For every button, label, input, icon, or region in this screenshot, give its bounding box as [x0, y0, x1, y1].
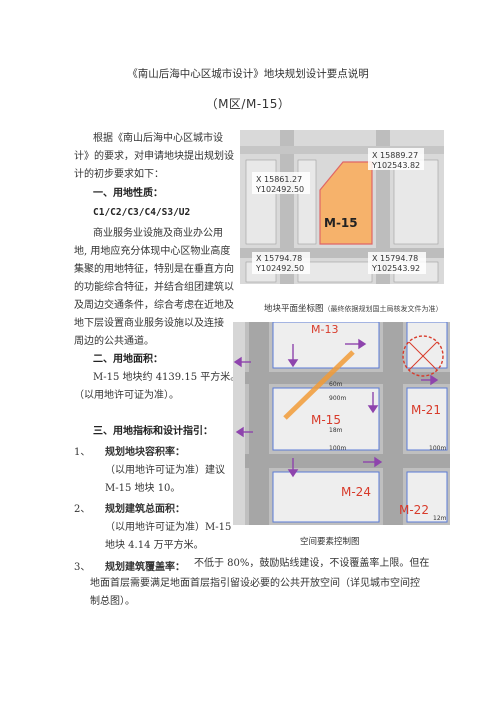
item3-text: 不低于 80%，鼓励贴线建设，不设覆盖率上限。但在 [194, 558, 430, 569]
coord-ne-y: Y102543.82 [371, 161, 420, 170]
label-m15: M-15 [311, 413, 341, 427]
label-m24: M-24 [341, 485, 371, 499]
label-m21: M-21 [411, 403, 441, 417]
map2-road-mid [233, 372, 450, 384]
s1-line-7: 周边的公共通道。 [74, 336, 154, 347]
s1-line-2: 地, 用地应充分体现中心区物业高度 [74, 246, 231, 257]
intro-line-2: 计》的要求，对申请地块提出规划设 [74, 151, 234, 162]
parcel-label: M-15 [324, 216, 358, 230]
section1-heading: 一、用地性质： [93, 188, 163, 199]
pedestrian-arrows [233, 338, 439, 478]
m15-parcel [319, 161, 373, 245]
spatial-control-map: M-13 M-15 M-21 M-24 M-22 60m 18m 100m 10… [233, 322, 450, 525]
site-area: M-15 地块约 4139.15 平方米。 [93, 372, 241, 383]
label-m13: M-13 [311, 323, 338, 336]
item3-line-2: 制总图）。 [90, 596, 135, 607]
site-area-note: （以用地许可证为准）。 [74, 390, 179, 401]
m15-diagonal-link [283, 350, 355, 420]
s1-line-1: 商业服务业设施及商业办公用 [93, 228, 223, 239]
s1-line-5: 及周边交通条件，综合考虑在近地及 [74, 300, 234, 311]
coord-nw-x: X 15861.27 [256, 175, 302, 184]
land-use-codes: C1/C2/C3/C4/S3/U2 [93, 207, 191, 218]
s1-line-6: 地下层设置商业服务设施以及连接 [74, 318, 224, 329]
coord-sw-y: Y102492.50 [255, 264, 304, 273]
item3-number: 3、 [74, 562, 91, 573]
intro-line-1: 根据《南山后海中心区城市设 [93, 133, 223, 144]
coord-se-y: Y102543.92 [371, 264, 420, 273]
s1-line-3: 集聚的用地特征，特别是在垂直方向 [74, 264, 234, 275]
dim-900m: 900m [329, 395, 346, 402]
item2-title: 规划建筑总面积： [105, 504, 185, 515]
item2-line-1: （以用地许可证为准）M-15 [105, 522, 232, 533]
item1-line-2: M-15 地块 10。 [105, 483, 181, 494]
map2-road-right [383, 322, 403, 525]
s1-line-4: 的功能综合特征，并结合组团建筑以 [74, 282, 234, 293]
map1-caption: 地块平面坐标图 [264, 304, 324, 314]
coord-nw-y: Y102492.50 [255, 185, 304, 194]
map1-road-horizontal [240, 248, 444, 258]
item1-title: 规划地块容积率： [105, 447, 185, 458]
parcel-coordinate-map: M-15 X 15889.27 Y102543.82 X 15861.27 Y1… [240, 130, 444, 284]
item3-title: 规划建筑覆盖率： [105, 562, 185, 573]
item2-number: 2、 [74, 504, 91, 515]
dim-18m: 18m [329, 427, 343, 434]
item2-line-2: 地块 4.14 万平方米。 [105, 540, 204, 551]
item3-line-1: 地面首层需要满足地面首层指引留设必要的公共开放空间（详见城市空间控 [90, 578, 420, 589]
map1-caption-note: （最终依据规划国土局核发文件为准） [323, 305, 443, 313]
document-subtitle: （M区/M-15） [205, 97, 291, 111]
dim-100m-a: 100m [329, 445, 346, 452]
document-title: 《南山后海中心区城市设计》地块规划设计要点说明 [127, 68, 369, 80]
map2-road-bottom [233, 454, 450, 468]
item1-number: 1、 [74, 447, 91, 458]
dim-12m: 12m [433, 515, 447, 522]
map1-road-vertical-left [280, 130, 294, 284]
plaza-circle [402, 335, 444, 377]
section3-heading: 三、用地指标和设计指引： [93, 426, 213, 437]
dim-60m: 60m [329, 381, 343, 388]
dim-100m-b: 100m [429, 445, 446, 452]
section2-heading: 二、用地面积： [93, 354, 163, 365]
map2-caption: 空间要素控制图 [300, 537, 360, 547]
map2-road-left [249, 322, 269, 525]
label-m22: M-22 [399, 503, 429, 517]
intro-line-3: 计的初步要求如下： [74, 169, 164, 180]
item1-line-1: （以用地许可证为准）建议 [105, 465, 225, 476]
coord-se-x: X 15794.78 [372, 254, 418, 263]
coord-sw-x: X 15794.78 [256, 254, 302, 263]
coord-ne-x: X 15889.27 [372, 151, 418, 160]
